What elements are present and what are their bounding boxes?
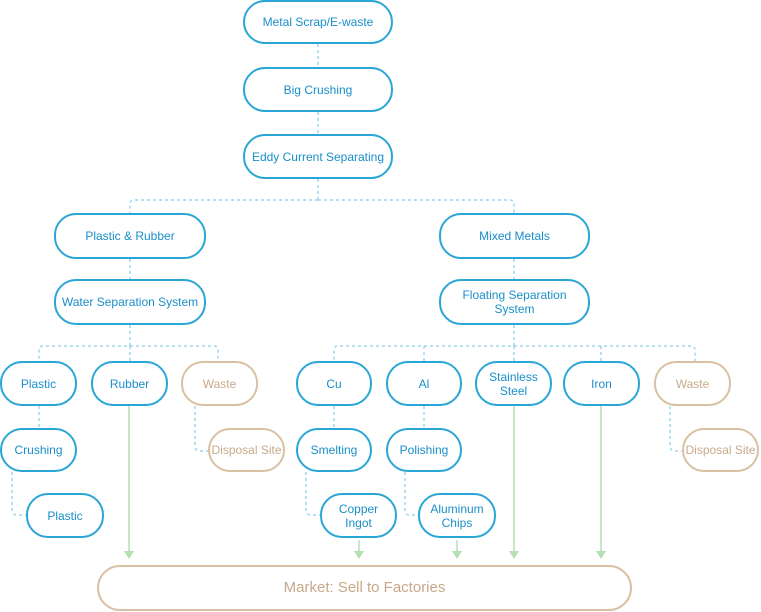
node-plastic: Plastic — [0, 361, 77, 406]
connector-waste-disposal-right — [669, 406, 682, 452]
connector-water-children — [38, 325, 219, 361]
connector-polishing-aluminum — [404, 472, 418, 516]
node-metal-scrap: Metal Scrap/E-waste — [243, 0, 393, 44]
node-stainless-steel: Stainless Steel — [475, 361, 552, 406]
node-crushing: Crushing — [0, 428, 77, 472]
node-al: Al — [386, 361, 462, 406]
node-mixed-metals: Mixed Metals — [439, 213, 590, 259]
node-water-separation: Water Separation System — [54, 279, 206, 325]
arrowhead-rubber — [124, 551, 134, 559]
connector-branch-right — [318, 199, 515, 213]
node-copper-ingot: Copper Ingot — [320, 493, 397, 538]
arrowhead-copper — [354, 551, 364, 559]
node-rubber: Rubber — [91, 361, 168, 406]
node-eddy-current: Eddy Current Separating — [243, 134, 393, 179]
node-waste-right: Waste — [654, 361, 731, 406]
node-plastic-output: Plastic — [26, 493, 104, 538]
node-smelting: Smelting — [296, 428, 372, 472]
node-disposal-left: Disposal Site — [208, 428, 285, 472]
node-cu: Cu — [296, 361, 372, 406]
node-polishing: Polishing — [386, 428, 462, 472]
node-disposal-right: Disposal Site — [682, 428, 759, 472]
node-waste-left: Waste — [181, 361, 258, 406]
node-plastic-rubber: Plastic & Rubber — [54, 213, 206, 259]
connector-crushing-plastic — [11, 472, 26, 516]
node-market: Market: Sell to Factories — [97, 565, 632, 611]
arrowhead-iron — [596, 551, 606, 559]
connector-smelting-copper — [305, 472, 320, 516]
arrowhead-aluminum — [452, 551, 462, 559]
connector-branch-left — [129, 199, 318, 213]
arrowhead-stainless — [509, 551, 519, 559]
connector-floating-children — [333, 325, 696, 361]
node-big-crushing: Big Crushing — [243, 67, 393, 112]
node-aluminum-chips: Aluminum Chips — [418, 493, 496, 538]
node-floating-separation: Floating Separation System — [439, 279, 590, 325]
node-iron: Iron — [563, 361, 640, 406]
connector-waste-disposal — [194, 406, 208, 452]
